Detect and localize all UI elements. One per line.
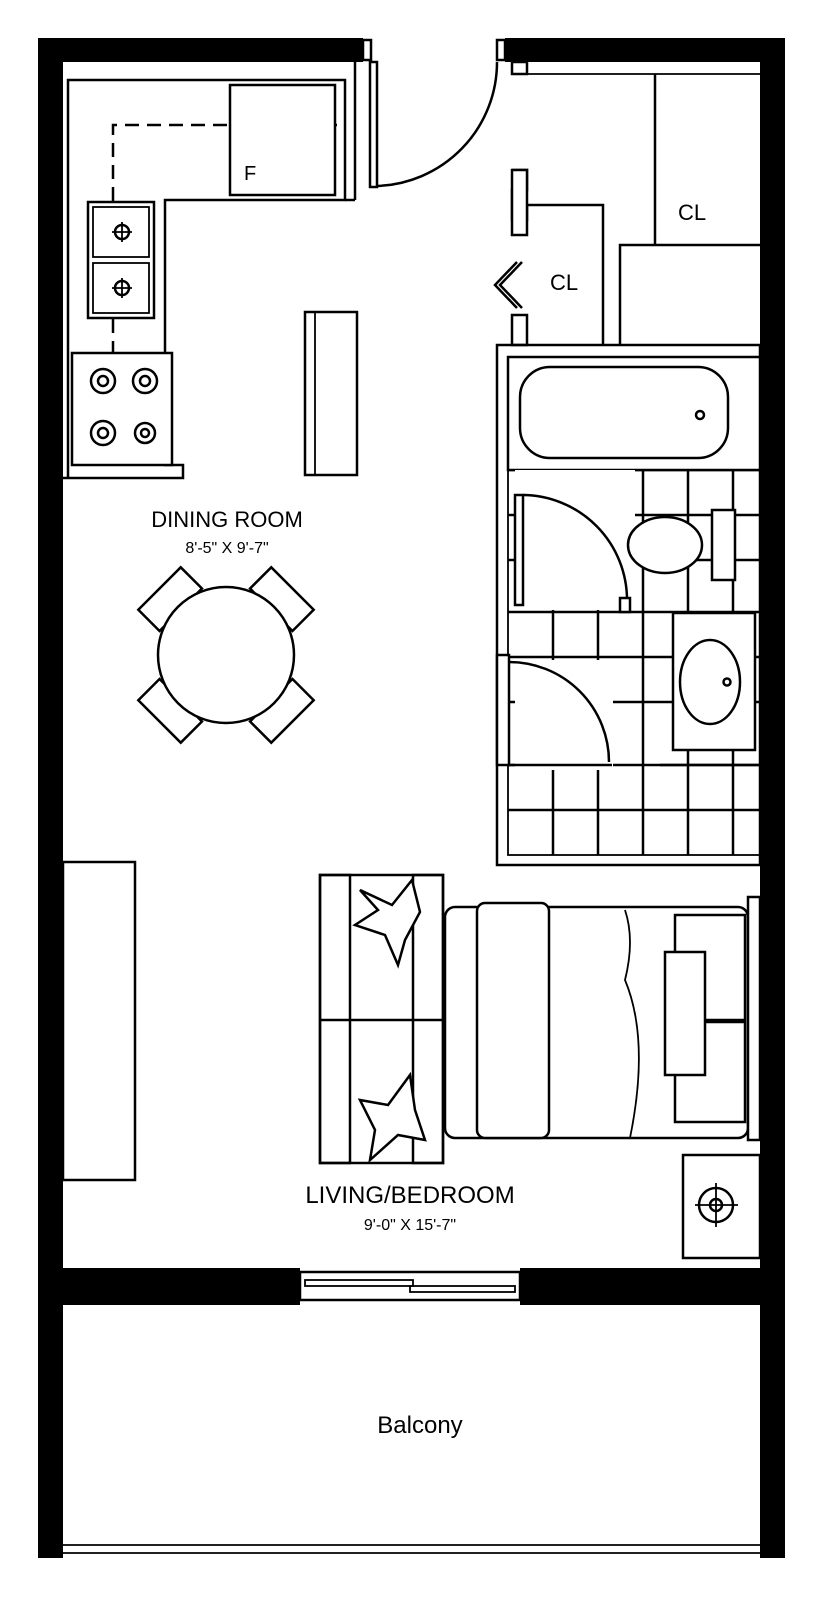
living-room-name: LIVING/BEDROOM: [305, 1182, 514, 1209]
dining-room-name: DINING ROOM: [151, 507, 303, 532]
bathroom: [495, 343, 762, 867]
sofa: [318, 873, 445, 1165]
stove: [70, 351, 174, 467]
balcony-railing: [63, 1544, 760, 1554]
closet-label-1: CL: [550, 270, 578, 295]
fridge-label: F: [244, 163, 256, 185]
exterior-walls: [38, 38, 785, 1558]
entry-door: [361, 38, 760, 189]
kitchen-island: [303, 310, 359, 477]
pillow-icon: [357, 1071, 427, 1164]
bed: [443, 895, 762, 1142]
washer-heater: [681, 1153, 762, 1260]
closet-label-2: CL: [678, 200, 706, 225]
pillow-icon: [352, 877, 422, 969]
living-room-dims: 9'-0" X 15'-7": [364, 1217, 456, 1234]
sliding-door: [298, 1270, 522, 1302]
closets: [493, 74, 760, 347]
fridge: F: [228, 83, 337, 197]
dining-room-dims: 8'-5" X 9'-7": [185, 540, 268, 557]
dining-table: [136, 565, 316, 745]
kitchen-sink: [86, 200, 156, 320]
balcony-label: Balcony: [377, 1412, 462, 1439]
tv-cabinet: [61, 860, 137, 1182]
